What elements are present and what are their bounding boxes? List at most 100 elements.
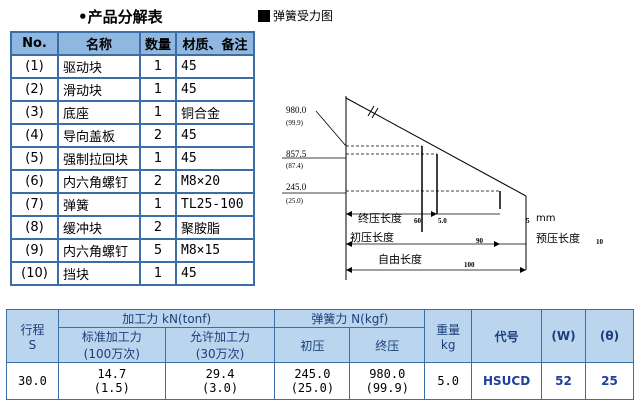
- header-stroke-unit: S: [28, 337, 37, 352]
- part-material-cell: M8×20: [175, 169, 255, 194]
- cell-stroke: 30.0: [6, 362, 59, 400]
- break-mark: [367, 105, 375, 117]
- col-name-header: 名称: [57, 31, 141, 56]
- part-qty-cell: 1: [139, 192, 177, 217]
- parts-table-title: •产品分解表: [78, 8, 163, 26]
- cell-final: 980.0 (99.9): [349, 362, 426, 400]
- header-weight-label: 重量: [436, 322, 461, 337]
- part-no-cell: (8): [10, 215, 59, 240]
- header-code: 代号: [471, 309, 543, 363]
- parts-table-header-row: No. 名称 数量 材质、备注: [10, 31, 255, 56]
- part-qty-cell: 1: [139, 77, 177, 102]
- part-no-cell: (4): [10, 123, 59, 148]
- part-material-cell: M8×15: [175, 238, 255, 263]
- part-name-cell: 挡块: [57, 261, 141, 286]
- part-no-cell: (3): [10, 100, 59, 125]
- part-material-cell: 45: [175, 146, 255, 171]
- part-name-cell: 弹簧: [57, 192, 141, 217]
- label-final-length: 终压长度: [358, 211, 402, 225]
- spec-data-row: 30.0 14.7 (1.5) 29.4 (3.0) 245.0 (25.0) …: [6, 362, 634, 400]
- cell-initial-sub: (25.0): [290, 381, 335, 395]
- cell-standard-sub: (1.5): [93, 381, 130, 395]
- y-label-980: 980.0: [286, 105, 307, 115]
- y-sublabel-99: (99.9): [286, 119, 304, 127]
- part-qty-cell: 2: [139, 169, 177, 194]
- part-qty-cell: 1: [139, 54, 177, 79]
- cell-allow-value: 29.4: [205, 367, 235, 381]
- part-material-cell: 45: [175, 54, 255, 79]
- dim-60: 60: [414, 217, 422, 225]
- header-final: 终压: [349, 327, 426, 363]
- part-name-cell: 内六角螺钉: [57, 238, 141, 263]
- part-no-cell: (2): [10, 77, 59, 102]
- part-no-cell: (5): [10, 146, 59, 171]
- part-no-cell: (7): [10, 192, 59, 217]
- y-sublabel-87: (87.4): [286, 162, 304, 170]
- cell-w: 52: [541, 362, 586, 400]
- part-material-cell: 45: [175, 261, 255, 286]
- cell-initial: 245.0 (25.0): [274, 362, 351, 400]
- dim-90: 90: [476, 237, 484, 245]
- header-spring-force: 弹簧力 N(kgf): [274, 309, 426, 328]
- part-name-cell: 底座: [57, 100, 141, 125]
- part-qty-cell: 1: [139, 100, 177, 125]
- part-name-cell: 导向盖板: [57, 123, 141, 148]
- part-qty-cell: 2: [139, 215, 177, 240]
- header-standard-label: 标准加工力: [81, 330, 142, 344]
- black-square-icon: [258, 9, 270, 22]
- part-material-cell: 聚胺脂: [175, 215, 255, 240]
- label-free-length: 自由长度: [378, 252, 422, 266]
- part-no-cell: (1): [10, 54, 59, 79]
- spec-table: 行程 S 加工力 kN(tonf) 弹簧力 N(kgf) 重量 kg 代号 (W…: [6, 309, 634, 400]
- cell-final-sub: (99.9): [365, 381, 409, 395]
- part-qty-cell: 1: [139, 146, 177, 171]
- cell-allow-sub: (3.0): [202, 381, 239, 395]
- load-line: [345, 97, 527, 197]
- label-initial-length: 初压长度: [350, 230, 394, 244]
- part-material-cell: 45: [175, 123, 255, 148]
- col-material-header: 材质、备注: [175, 31, 255, 56]
- spring-diagram-title: 弹簧受力图: [258, 7, 333, 24]
- cell-allow: 29.4 (3.0): [164, 362, 276, 400]
- dim-10: 10: [596, 238, 604, 246]
- header-theta: (θ): [585, 309, 634, 363]
- dim-100: 100: [464, 261, 475, 269]
- part-material-cell: TL25-100: [175, 192, 255, 217]
- unit-mm: mm: [536, 213, 555, 224]
- col-qty-header: 数量: [139, 31, 177, 56]
- part-no-cell: (6): [10, 169, 59, 194]
- part-qty-cell: 1: [139, 261, 177, 286]
- part-no-cell: (9): [10, 238, 59, 263]
- header-allow-force: 允许加工力 (30万次): [164, 327, 276, 363]
- label-pre-length: 预压长度: [536, 231, 580, 245]
- cell-code: HSUCD: [471, 362, 543, 400]
- header-standard-force: 标准加工力 (100万次): [57, 327, 166, 363]
- header-initial: 初压: [274, 327, 351, 363]
- header-standard-sub: (100万次): [83, 347, 140, 361]
- part-name-cell: 内六角螺钉: [57, 169, 141, 194]
- header-w: (W): [541, 309, 586, 363]
- cell-initial-value: 245.0: [294, 367, 331, 381]
- part-material-cell: 铜合金: [175, 100, 255, 125]
- part-no-cell: (10): [10, 261, 59, 286]
- break-mark: [371, 107, 379, 119]
- y-sublabel-25: (25.0): [286, 197, 304, 205]
- part-name-cell: 缓冲块: [57, 215, 141, 240]
- dim-5a: 5.0: [438, 217, 447, 225]
- part-name-cell: 强制拉回块: [57, 146, 141, 171]
- cell-standard-value: 14.7: [97, 367, 127, 381]
- header-stroke: 行程 S: [6, 309, 59, 363]
- spring-force-diagram: 980.0 (99.9) 857.5 (87.4) 245.0 (25.0) 终…: [282, 96, 604, 280]
- part-qty-cell: 5: [139, 238, 177, 263]
- part-material-cell: 45: [175, 77, 255, 102]
- part-name-cell: 滑动块: [57, 77, 141, 102]
